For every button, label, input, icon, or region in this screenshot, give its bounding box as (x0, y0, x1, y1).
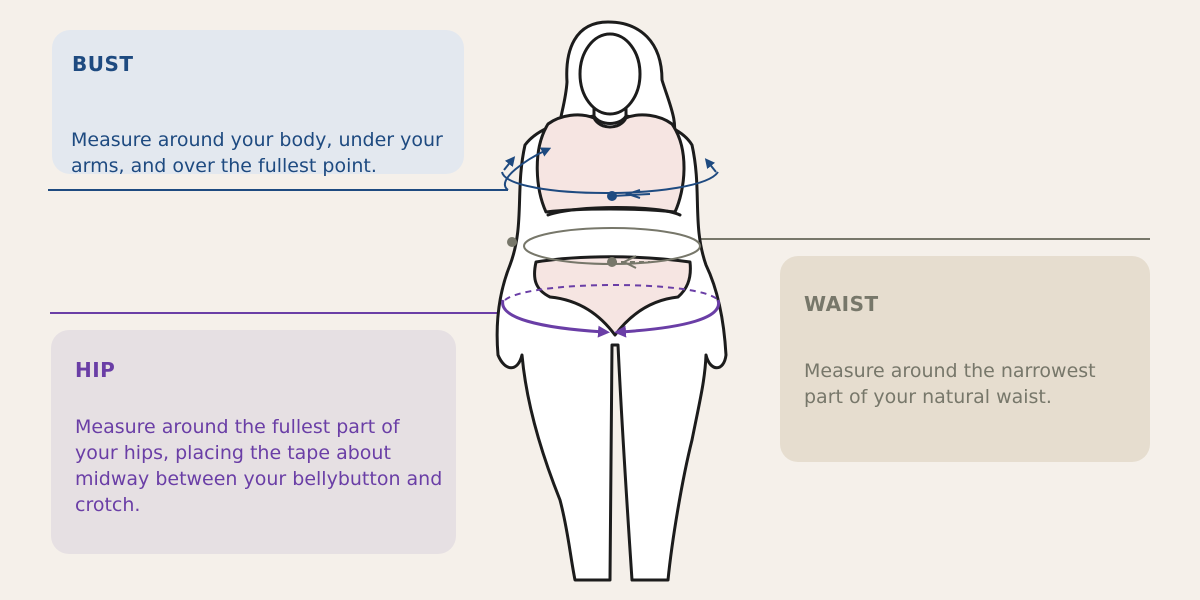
waist-measure-marker (507, 227, 701, 269)
body-silhouette-icon (495, 20, 728, 582)
bust-title: BUST (72, 52, 134, 76)
waist-card: WAIST Measure around the narrowest part … (780, 256, 1150, 462)
bust-description: Measure around your body, under your arm… (71, 129, 443, 177)
bust-measure-marker (501, 147, 719, 201)
hip-description: Measure around the fullest part of your … (75, 416, 443, 516)
hip-measure-marker (501, 284, 721, 338)
hip-card: HIP Measure around the fullest part of y… (51, 330, 456, 554)
hip-title: HIP (75, 358, 116, 382)
waist-title: WAIST (804, 292, 879, 316)
waist-description: Measure around the narrowest part of you… (804, 360, 1096, 408)
bust-card: BUST Measure around your body, under you… (52, 30, 464, 177)
